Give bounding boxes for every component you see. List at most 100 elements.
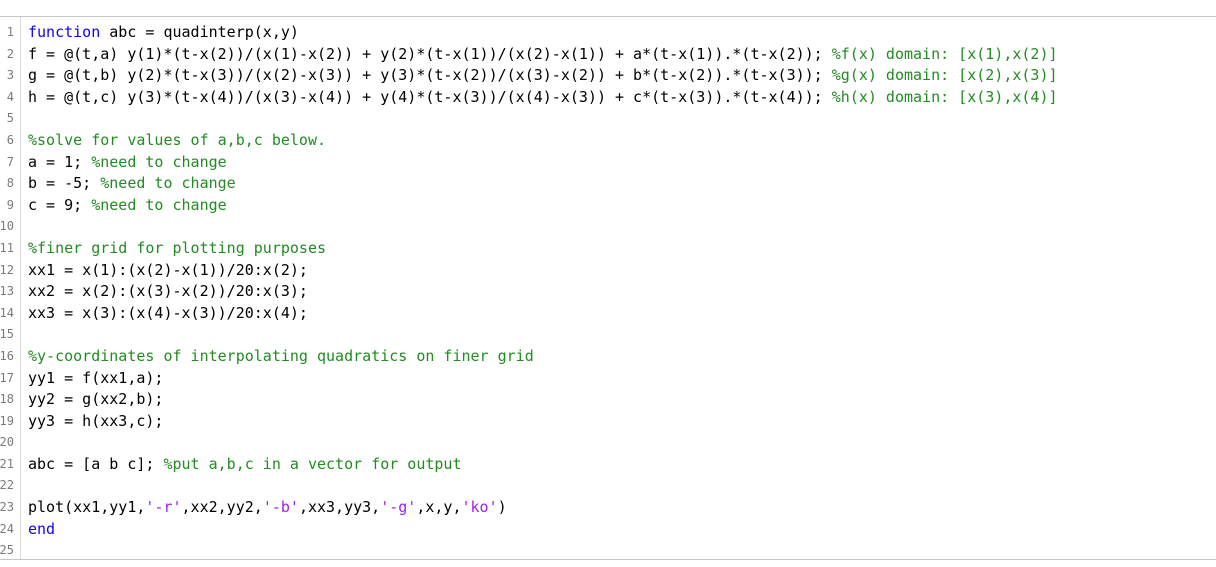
code-line[interactable]: 12 xx1 = x(1):(x(2)-x(1))/20:x(2); xyxy=(0,260,1216,282)
code-lines: 1 function abc = quadinterp(x,y) 2 f = @(t,… xyxy=(0,22,1216,559)
code-token: yy3 = h(xx3,c); xyxy=(28,411,164,430)
code-line[interactable]: 6 %solve for values of a,b,c below. xyxy=(0,130,1216,152)
line-number: 3 xyxy=(6,68,14,83)
line-number: 25 xyxy=(0,543,14,558)
line-code: xx3 = x(3):(x(4)-x(3))/20:x(4); xyxy=(28,303,308,325)
code-line[interactable]: 4 h = @(t,c) y(3)*(t-x(4))/(x(3)-x(4)) + … xyxy=(0,87,1216,109)
keyword-token: end xyxy=(28,519,56,538)
line-code: a = 1; %need to change xyxy=(28,152,227,174)
code-token: xx1 = x(1):(x(2)-x(1))/20:x(2); xyxy=(28,260,308,279)
line-number: 6 xyxy=(6,132,14,147)
code-line[interactable]: 5 xyxy=(0,108,1216,130)
line-number-gutter xyxy=(0,17,21,559)
code-line[interactable]: 15 xyxy=(0,324,1216,346)
code-line[interactable]: 1 function abc = quadinterp(x,y) xyxy=(0,22,1216,44)
code-token: xx3 = x(3):(x(4)-x(3))/20:x(4); xyxy=(28,303,308,322)
code-line[interactable]: 3 g = @(t,b) y(2)*(t-x(3))/(x(2)-x(3)) + … xyxy=(0,65,1216,87)
code-token: f = @(t,a) y(1)*(t-x(2))/(x(1)-x(2)) + y… xyxy=(28,44,832,63)
code-line[interactable]: 19 yy3 = h(xx3,c); xyxy=(0,411,1216,433)
code-token: g = @(t,b) y(2)*(t-x(3))/(x(2)-x(3)) + y… xyxy=(28,66,832,85)
code-token: ,xx2,yy2, xyxy=(181,498,263,517)
code-line[interactable]: 11 %finer grid for plotting purposes xyxy=(0,238,1216,260)
code-token: ,xx3,yy3, xyxy=(298,498,381,517)
string-token: '-g' xyxy=(380,498,417,517)
line-number: 23 xyxy=(0,500,14,515)
code-token: c = 9; xyxy=(28,195,92,214)
code-editor[interactable]: 1 function abc = quadinterp(x,y) 2 f = @(t,… xyxy=(0,16,1216,560)
code-line[interactable]: 23 plot(xx1,yy1,'-r',xx2,yy2,'-b',xx3,yy3… xyxy=(0,497,1216,519)
line-number: 11 xyxy=(0,240,14,255)
code-line[interactable]: 16 %y-coordinates of interpolating quadra… xyxy=(0,346,1216,368)
code-token: yy1 = f(xx1,a); xyxy=(28,368,164,387)
line-code: b = -5; %need to change xyxy=(28,173,236,195)
line-number: 2 xyxy=(6,46,14,61)
code-token: a = 1; xyxy=(28,152,92,171)
code-line[interactable]: 8 b = -5; %need to change xyxy=(0,173,1216,195)
line-number: 4 xyxy=(6,89,14,104)
line-code: g = @(t,b) y(2)*(t-x(3))/(x(2)-x(3)) + y… xyxy=(28,65,1058,87)
comment-token: %h(x) domain: [x(3),x(4)] xyxy=(831,87,1058,106)
code-token: xx2 = x(2):(x(3)-x(2))/20:x(3); xyxy=(28,282,308,301)
line-code: yy2 = g(xx2,b); xyxy=(28,389,163,411)
code-line[interactable]: 25 xyxy=(0,540,1216,559)
line-code: plot(xx1,yy1,'-r',xx2,yy2,'-b',xx3,yy3,'… xyxy=(28,497,507,519)
string-token: '-b' xyxy=(262,498,299,517)
line-number: 8 xyxy=(6,176,14,191)
line-number: 20 xyxy=(0,435,14,450)
code-line[interactable]: 9 c = 9; %need to change xyxy=(0,195,1216,217)
line-number: 19 xyxy=(0,413,14,428)
line-code: xx1 = x(1):(x(2)-x(1))/20:x(2); xyxy=(28,260,308,282)
code-line[interactable]: 17 yy1 = f(xx1,a); xyxy=(0,368,1216,390)
comment-token: %solve for values of a,b,c below. xyxy=(28,130,327,149)
code-token: abc = [a b c]; xyxy=(28,454,164,473)
code-line[interactable]: 21 abc = [a b c]; %put a,b,c in a vector … xyxy=(0,454,1216,476)
line-number: 1 xyxy=(6,25,14,39)
code-token: ,x,y, xyxy=(416,498,462,517)
code-line[interactable]: 18 yy2 = g(xx2,b); xyxy=(0,389,1216,411)
code-line[interactable]: 20 xyxy=(0,432,1216,454)
line-code: xx2 = x(2):(x(3)-x(2))/20:x(3); xyxy=(28,281,308,303)
line-code: f = @(t,a) y(1)*(t-x(2))/(x(1)-x(2)) + y… xyxy=(28,44,1058,66)
code-token: yy2 = g(xx2,b); xyxy=(28,390,164,409)
comment-token: %need to change xyxy=(91,195,227,214)
code-token: abc = quadinterp(x,y) xyxy=(100,23,299,41)
comment-token: %f(x) domain: [x(1),x(2)] xyxy=(831,44,1058,63)
line-code: c = 9; %need to change xyxy=(28,195,227,217)
line-number: 10 xyxy=(0,219,14,234)
line-code: yy1 = f(xx1,a); xyxy=(28,368,163,390)
line-code: abc = [a b c]; %put a,b,c in a vector fo… xyxy=(28,454,461,476)
line-number: 5 xyxy=(6,111,14,126)
code-line[interactable]: 24 end xyxy=(0,519,1216,541)
code-token: h = @(t,c) y(3)*(t-x(4))/(x(3)-x(4)) + y… xyxy=(28,87,832,106)
line-code: %solve for values of a,b,c below. xyxy=(28,130,326,152)
comment-token: %need to change xyxy=(100,174,236,193)
code-line[interactable]: 14 xx3 = x(3):(x(4)-x(3))/20:x(4); xyxy=(0,303,1216,325)
code-token: ) xyxy=(497,498,507,517)
code-line[interactable]: 10 xyxy=(0,216,1216,238)
line-number: 14 xyxy=(0,305,14,320)
keyword-token: function xyxy=(28,23,101,41)
string-token: '-r' xyxy=(145,498,182,517)
string-token: 'ko' xyxy=(461,498,498,517)
code-line[interactable]: 7 a = 1; %need to change xyxy=(0,152,1216,174)
comment-token: %g(x) domain: [x(2),x(3)] xyxy=(831,66,1058,85)
line-code: %y-coordinates of interpolating quadrati… xyxy=(28,346,534,368)
line-number: 21 xyxy=(0,456,14,471)
code-line[interactable]: 22 xyxy=(0,475,1216,497)
line-number: 24 xyxy=(0,521,14,536)
code-token: b = -5; xyxy=(28,174,101,193)
line-number: 17 xyxy=(0,370,14,385)
line-code: function abc = quadinterp(x,y) xyxy=(28,22,299,44)
line-number: 12 xyxy=(0,262,14,277)
comment-token: %y-coordinates of interpolating quadrati… xyxy=(28,346,534,365)
line-number: 7 xyxy=(6,154,14,169)
comment-token: %need to change xyxy=(91,152,227,171)
line-number: 18 xyxy=(0,392,14,407)
comment-token: %finer grid for plotting purposes xyxy=(28,238,327,257)
code-line[interactable]: 2 f = @(t,a) y(1)*(t-x(2))/(x(1)-x(2)) + … xyxy=(0,44,1216,66)
line-code: %finer grid for plotting purposes xyxy=(28,238,326,260)
line-number: 16 xyxy=(0,348,14,363)
line-number: 9 xyxy=(6,197,14,212)
comment-token: %put a,b,c in a vector for output xyxy=(163,454,462,473)
